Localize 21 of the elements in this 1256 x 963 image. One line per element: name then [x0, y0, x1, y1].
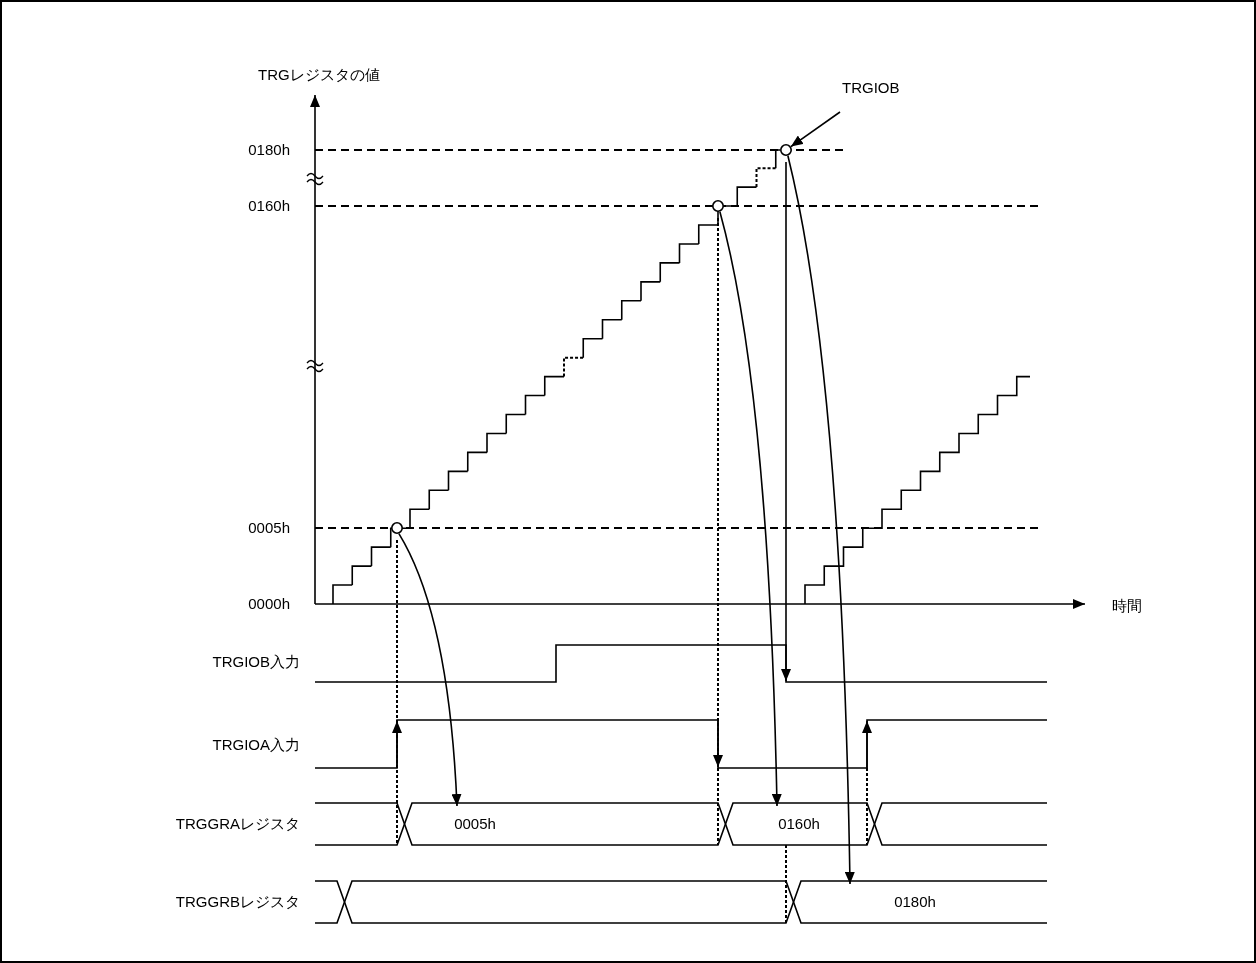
axis-title: TRGレジスタの値	[258, 65, 380, 85]
register-value: 0180h	[842, 884, 988, 920]
arrow	[787, 154, 855, 885]
arrow	[790, 111, 841, 148]
arrow	[719, 210, 782, 807]
axis-title: 時間	[1112, 596, 1142, 616]
signal-label: TRGGRBレジスタ	[175, 892, 300, 912]
tick-label: 0180h	[248, 140, 290, 160]
capture-point-circle	[780, 144, 792, 156]
register-value: 0005h	[425, 806, 525, 842]
capture-point-circle	[391, 522, 403, 534]
tick-label: 0160h	[248, 196, 290, 216]
tick-label: 0000h	[248, 594, 290, 614]
signal-label: TRGIOA入力	[212, 735, 300, 755]
signal-label: TRGIOB入力	[212, 652, 300, 672]
annotation-label: TRGIOB	[842, 78, 908, 98]
register-value: 0160h	[762, 806, 836, 842]
capture-point-circle	[712, 200, 724, 212]
signal-label: TRGGRAレジスタ	[175, 814, 300, 834]
tick-label: 0005h	[248, 518, 290, 538]
arrow	[398, 532, 462, 807]
